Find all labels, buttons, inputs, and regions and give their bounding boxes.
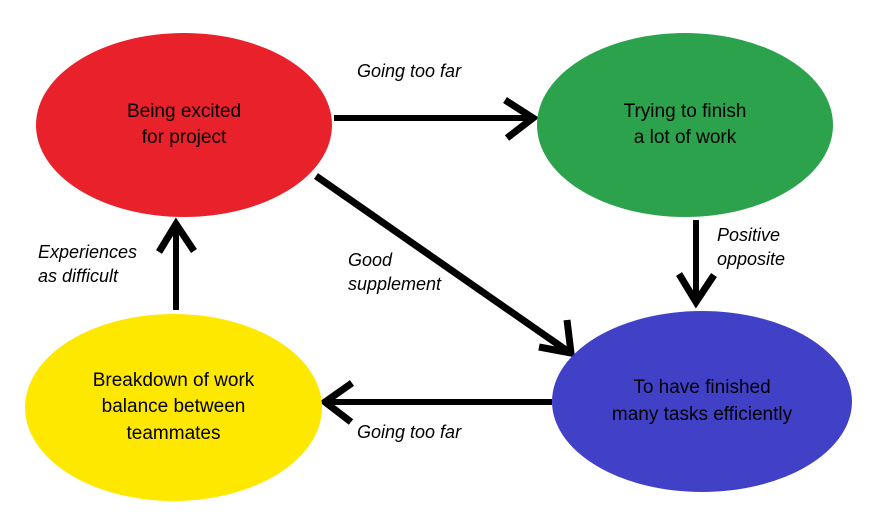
edge-label-finished-to-breakdown: Going too far [357,422,462,442]
node-label: Breakdown of work balance between teamma… [92,370,255,444]
arrow-breakdown-to-excited [156,217,197,310]
arrow-trying-to-finished [676,220,717,309]
node-label: Being excited for project [126,100,242,148]
node-being-excited-for-project[interactable]: Being excited for project [36,33,332,217]
node-trying-to-finish-a-lot-of-work[interactable]: Trying to finish a lot of work [537,33,833,217]
node-label: To have finished many tasks efficiently [611,377,793,425]
edge-label-trying-to-finished: Positive opposite [717,225,786,270]
edge-label-breakdown-to-excited: Experiences as difficult [38,242,138,287]
arrow-finished-to-breakdown [319,380,552,425]
edge-label-excited-to-finished: Good supplement [348,250,442,295]
node-label: Trying to finish a lot of work [623,100,747,148]
arrow-excited-to-trying [334,97,540,141]
edge-label-excited-to-trying: Going too far [357,61,462,81]
node-breakdown-of-work-balance[interactable]: Breakdown of work balance between teamma… [25,314,322,501]
arrow-excited-to-finished [314,173,576,358]
node-to-have-finished-many-tasks[interactable]: To have finished many tasks efficiently [552,311,852,492]
